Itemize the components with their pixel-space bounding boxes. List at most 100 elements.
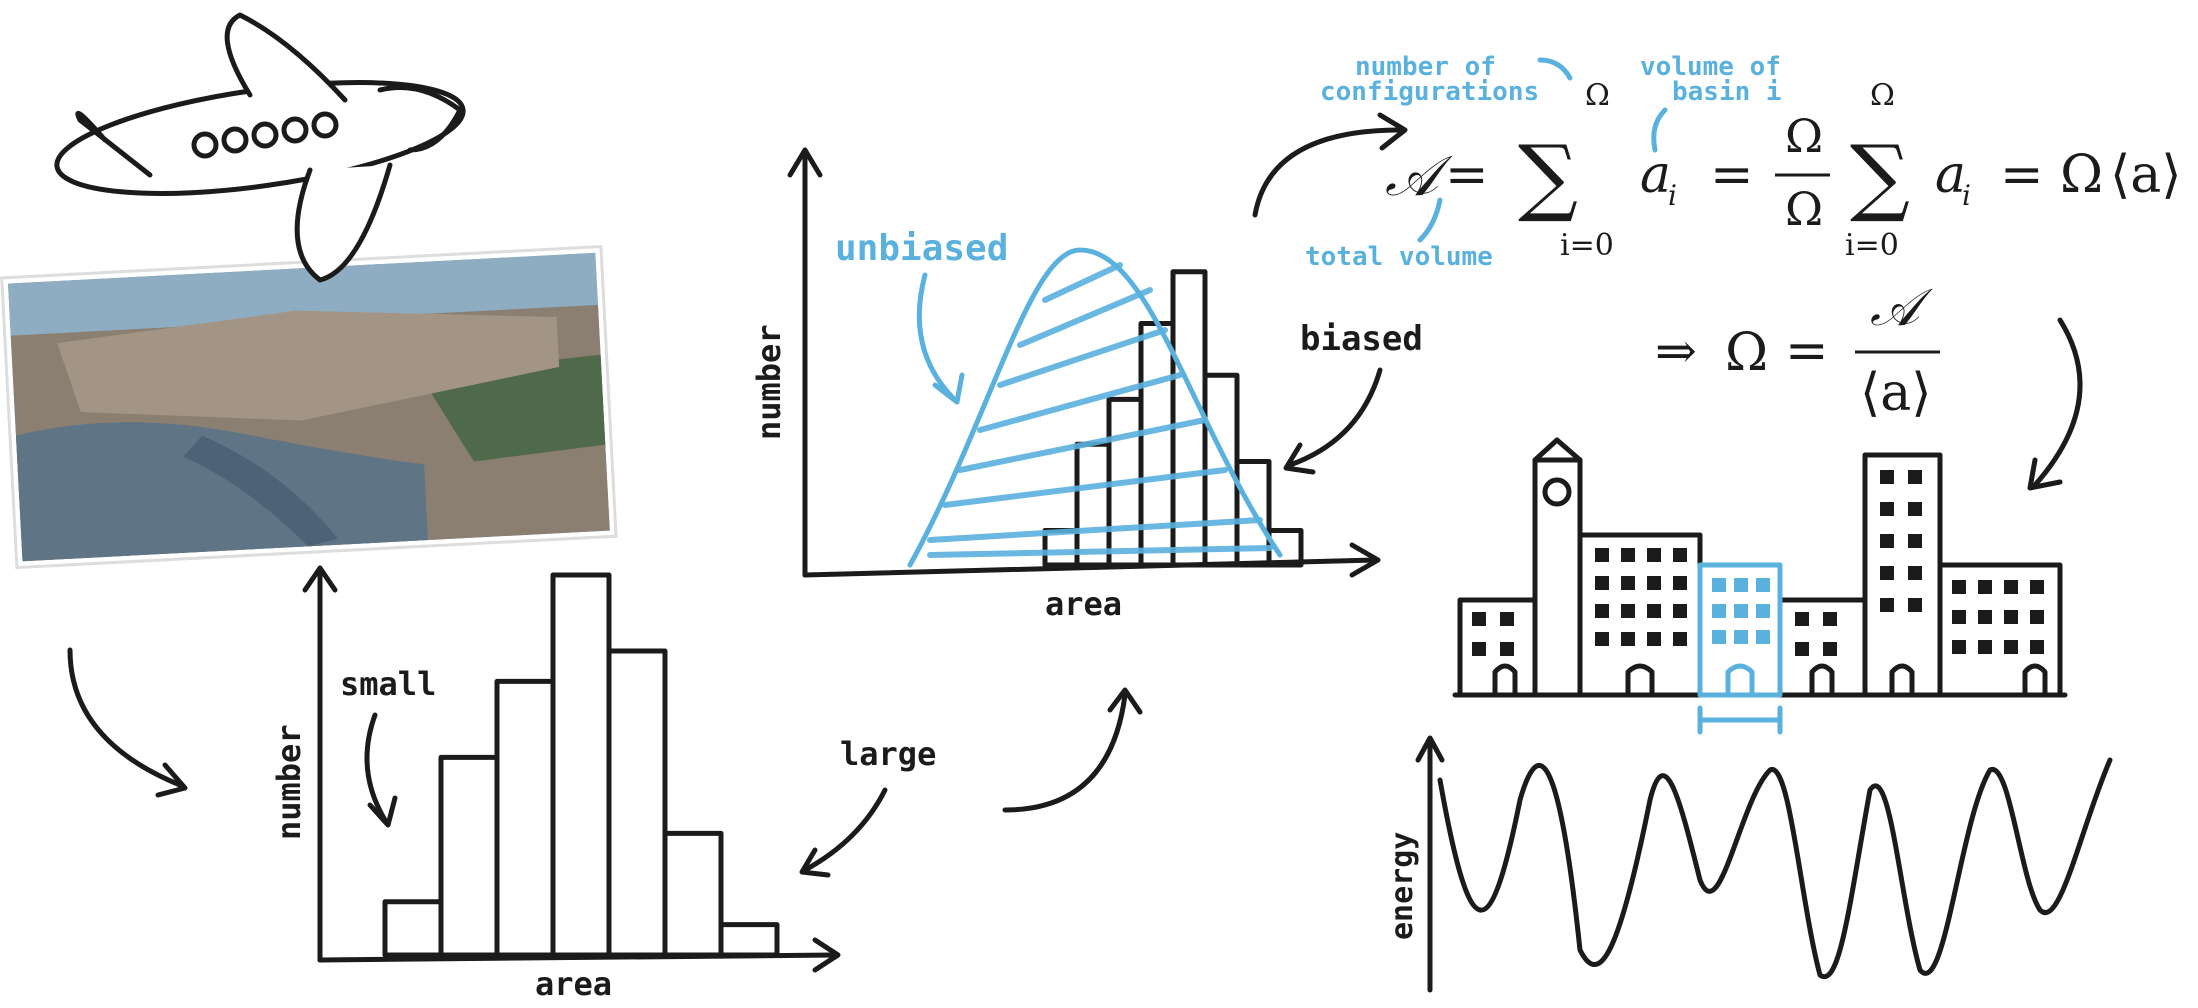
window (1908, 566, 1922, 580)
window (1952, 580, 1966, 594)
window (1595, 548, 1609, 562)
window (1908, 534, 1922, 548)
symbol-a: a (1640, 145, 1671, 205)
sum-symbol-1: ∑ (1518, 127, 1578, 225)
arrow-icon (1252, 127, 1403, 218)
window (1795, 642, 1809, 656)
fraction-numerator-omega: Ω (1785, 109, 1823, 163)
symbol-implies: ⇒ (1655, 322, 1697, 380)
window (1647, 576, 1661, 590)
histogram-area-number: number area small large (270, 565, 936, 1003)
energy-landscape: energy (1385, 735, 2113, 993)
window (1647, 604, 1661, 618)
histogram-bar-2 (494, 678, 556, 958)
window (1823, 612, 1837, 626)
window (1500, 612, 1514, 626)
window (1595, 604, 1609, 618)
window (1978, 580, 1992, 594)
window (1647, 548, 1661, 562)
biased-bar-6 (1234, 459, 1272, 568)
symbol-equals-2: = (1710, 145, 1754, 205)
window (1734, 604, 1748, 618)
arrow-icon (67, 647, 183, 788)
histogram-bar-3 (550, 572, 612, 958)
label-volume-of-basin-2: basin i (1672, 77, 1782, 107)
label-total-volume: total volume (1305, 242, 1493, 272)
sum-upper-omega-2: Ω (1870, 78, 1895, 113)
window (1880, 566, 1894, 580)
arrow-icon (1002, 692, 1128, 813)
window (1673, 548, 1687, 562)
sum-lower-index-2: i=0 (1845, 228, 1899, 263)
subscript-i-2: i (1962, 179, 1971, 212)
sum-symbol-2: ∑ (1850, 127, 1910, 225)
window (2004, 610, 2018, 624)
window (1756, 578, 1770, 592)
highlighted-building (1697, 562, 1783, 735)
window (1621, 576, 1635, 590)
subscript-i: i (1668, 179, 1677, 212)
window (1880, 470, 1894, 484)
window (1734, 578, 1748, 592)
window (1595, 632, 1609, 646)
window (2030, 580, 2044, 594)
histogram-bar-0 (382, 899, 444, 958)
symbol-a-2: a (1935, 145, 1966, 205)
histogram-bar-4 (606, 648, 668, 958)
window (1823, 642, 1837, 656)
symbol-equals-1: = (1445, 145, 1489, 205)
window (1756, 604, 1770, 618)
window (1647, 632, 1661, 646)
window (1908, 470, 1922, 484)
window (1712, 604, 1726, 618)
symbol-equals-3: = (2000, 145, 2044, 205)
window (1952, 640, 1966, 654)
building-windows (1472, 470, 2044, 656)
window (1621, 632, 1635, 646)
airplane-icon (54, 12, 466, 283)
window (1621, 604, 1635, 618)
city-photo (0, 245, 618, 570)
equation-total-volume: number of configurations volume of basin… (1305, 52, 2182, 423)
fraction-numerator-A: 𝒜 (1870, 278, 1934, 338)
x-axis-label-area: area (1045, 585, 1122, 623)
window (1756, 630, 1770, 644)
window (1500, 642, 1514, 656)
biased-bar-1 (1074, 441, 1112, 568)
unbiased-hatching (927, 262, 1273, 558)
window (1880, 598, 1894, 612)
window (1795, 612, 1809, 626)
window (2030, 640, 2044, 654)
window (1978, 610, 1992, 624)
window (1978, 640, 1992, 654)
symbol-equals-4: = (1785, 321, 1829, 381)
window (2004, 640, 2018, 654)
window (1908, 598, 1922, 612)
x-axis-label-area: area (535, 965, 612, 1003)
symbol-omega: Ω (2060, 145, 2103, 205)
symbol-omega-result: Ω (1725, 323, 1768, 383)
sum-lower-index-1: i=0 (1560, 228, 1614, 263)
sum-upper-omega-1: Ω (1585, 78, 1610, 113)
y-axis-label-number: number (270, 724, 308, 840)
window (1712, 578, 1726, 592)
histogram-bar-1 (438, 754, 500, 958)
label-number-of-configurations-2: configurations (1320, 77, 1539, 107)
window (1673, 604, 1687, 618)
window (2030, 610, 2044, 624)
histogram-bar-5 (662, 830, 724, 958)
window (1472, 612, 1486, 626)
window (1734, 630, 1748, 644)
fraction-denominator-mean-a: ⟨a⟩ (1860, 363, 1932, 423)
arrow-icon (2032, 317, 2083, 488)
window (1472, 642, 1486, 656)
label-small: small (340, 665, 436, 703)
window (1673, 632, 1687, 646)
fraction-denominator-omega: Ω (1785, 182, 1823, 236)
histogram-biased-unbiased: unbiased biased number area (750, 147, 1423, 623)
window (1908, 502, 1922, 516)
label-large: large (840, 735, 936, 773)
window (1880, 502, 1894, 516)
window (1712, 630, 1726, 644)
